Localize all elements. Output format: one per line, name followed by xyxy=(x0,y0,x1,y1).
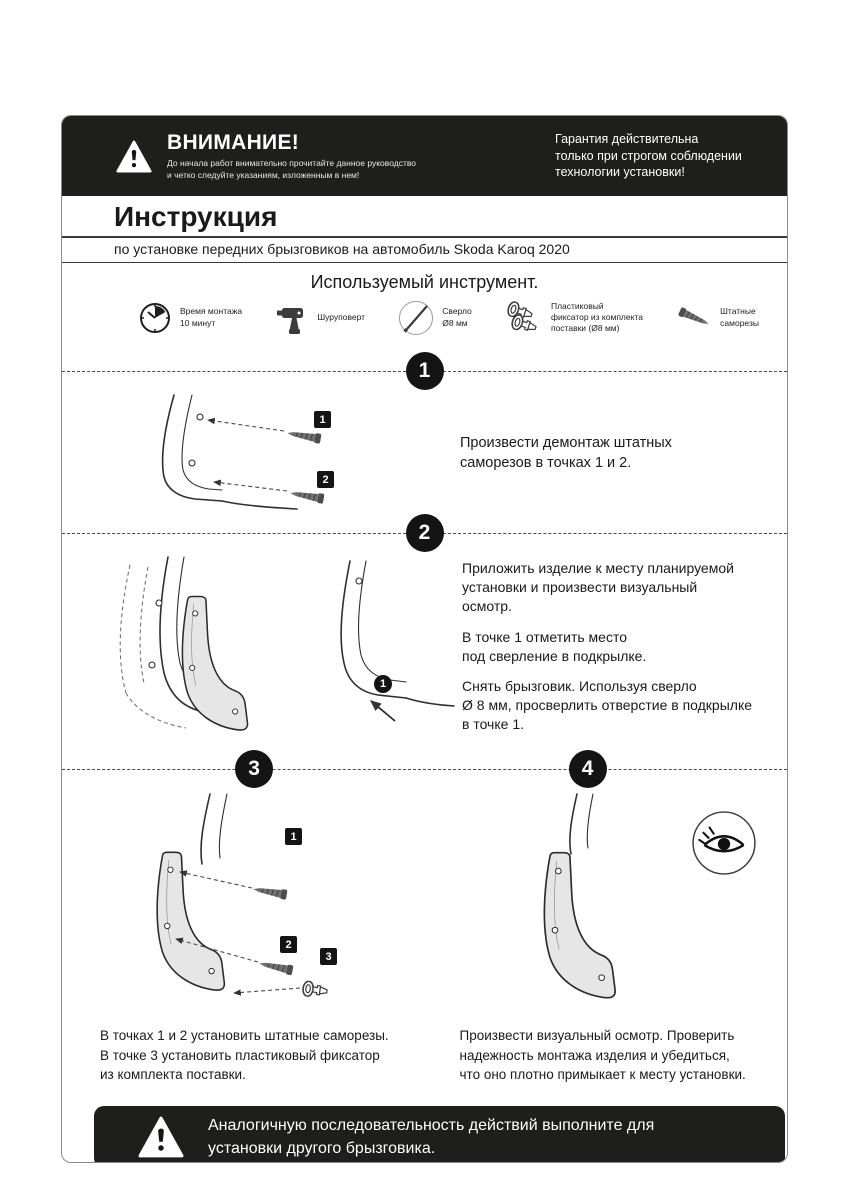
step2-paragraph-1: Приложить изделие к месту планируемой ус… xyxy=(462,560,734,614)
attention-title: ВНИМАНИЕ! xyxy=(167,131,300,155)
point-marker-1: 1 xyxy=(285,828,302,845)
step2-badge: 2 xyxy=(405,514,444,552)
step1-illustration: 1 2 xyxy=(62,393,442,513)
content-frame: ВНИМАНИЕ! До начала работ внимательно пр… xyxy=(61,115,788,1163)
visual-inspection-eye-icon xyxy=(691,810,757,876)
step2-text: Приложить изделие к месту планируемой ус… xyxy=(462,553,776,748)
doc-title: Инструкция xyxy=(114,201,278,232)
tool-drill-bit: Сверло Ø8 мм xyxy=(398,300,472,336)
wheel-arch-drawing xyxy=(161,394,325,510)
point-marker-2: 2 xyxy=(317,471,334,488)
attention-banner: ВНИМАНИЕ! До начала работ внимательно пр… xyxy=(62,116,787,196)
step2-paragraph-2: В точке 1 отметить место под сверление в… xyxy=(462,628,647,664)
point-marker-2: 2 xyxy=(280,936,297,953)
point-marker-1: 1 xyxy=(374,675,392,693)
step3-column: 1 2 3 В точках 1 и 2 установить штатные … xyxy=(62,790,425,1103)
mounted-mudguard-drawing xyxy=(542,793,616,999)
warning-triangle-icon xyxy=(116,140,152,173)
tool-screws: Штатные саморезы xyxy=(676,301,759,335)
step4-text: Произвести визуальный осмотр. Проверить … xyxy=(459,1028,746,1083)
point-marker-1: 1 xyxy=(314,411,331,428)
step3-text: В точках 1 и 2 установить штатные саморе… xyxy=(100,1028,389,1083)
step3-illustration: 1 2 3 xyxy=(62,790,425,1018)
steps34-divider: 3 4 xyxy=(62,748,787,790)
subtitle-rule xyxy=(62,262,787,263)
tool-screwdriver: Шуруповерт xyxy=(275,301,365,335)
drill-bit-icon xyxy=(399,300,434,335)
step1-badge: 1 xyxy=(405,351,444,390)
step4-badge: 4 xyxy=(568,750,607,788)
step2-section: 1 Приложить изделие к месту планируемой … xyxy=(62,553,787,748)
footer-text: Аналогичную последовательность действий … xyxy=(208,1116,655,1157)
warranty-note: Гарантия действительна только при строго… xyxy=(555,131,742,180)
step2-divider: 2 xyxy=(62,513,787,553)
tool-label: Штатные саморезы xyxy=(720,306,759,328)
doc-subtitle: по установке передних брызговиков на авт… xyxy=(114,241,570,257)
tools-row: Время монтажа 10 минут Шуруповерт xyxy=(62,293,787,348)
tool-fastener: Пластиковый фиксатор из комплекта постав… xyxy=(505,300,643,335)
attention-block: ВНИМАНИЕ! До начала работ внимательно пр… xyxy=(62,131,416,181)
step2-illustration: 1 xyxy=(62,553,462,748)
screws-icon xyxy=(677,305,712,329)
step4-illustration xyxy=(425,790,788,1018)
attention-subtitle: До начала работ внимательно прочитайте д… xyxy=(167,158,416,180)
title-rule xyxy=(62,236,787,238)
steps34-section: 1 2 3 В точках 1 и 2 установить штатные … xyxy=(62,790,787,1103)
point-marker-3: 3 xyxy=(320,948,337,965)
step4-column: Произвести визуальный осмотр. Проверить … xyxy=(425,790,788,1103)
step3-badge: 3 xyxy=(235,750,274,788)
tools-title: Используемый инструмент. xyxy=(310,272,539,292)
tool-time: Время монтажа 10 минут xyxy=(138,301,242,335)
warning-triangle-icon xyxy=(138,1116,184,1158)
step1-section: 1 2 Произвести демонтаж штатных саморезо… xyxy=(62,393,787,513)
plastic-fastener-icon xyxy=(505,300,539,335)
tool-label: Время монтажа 10 минут xyxy=(180,306,243,328)
tool-label: Шуруповерт xyxy=(317,311,366,322)
mudguard-mounting-drawing xyxy=(156,793,329,1000)
step1-text: Произвести демонтаж штатных саморезов в … xyxy=(460,435,672,471)
footer-banner: Аналогичную последовательность действий … xyxy=(94,1106,785,1162)
drill-icon xyxy=(277,307,304,334)
mudguard-fitting-drawing xyxy=(119,556,455,731)
tool-label: Сверло Ø8 мм xyxy=(442,306,472,328)
step2-paragraph-3: Снять брызговик. Используя сверло Ø 8 мм… xyxy=(462,678,753,733)
step1-divider: 1 xyxy=(62,348,787,393)
clock-icon xyxy=(140,302,170,333)
tool-label: Пластиковый фиксатор из комплекта постав… xyxy=(550,300,643,334)
